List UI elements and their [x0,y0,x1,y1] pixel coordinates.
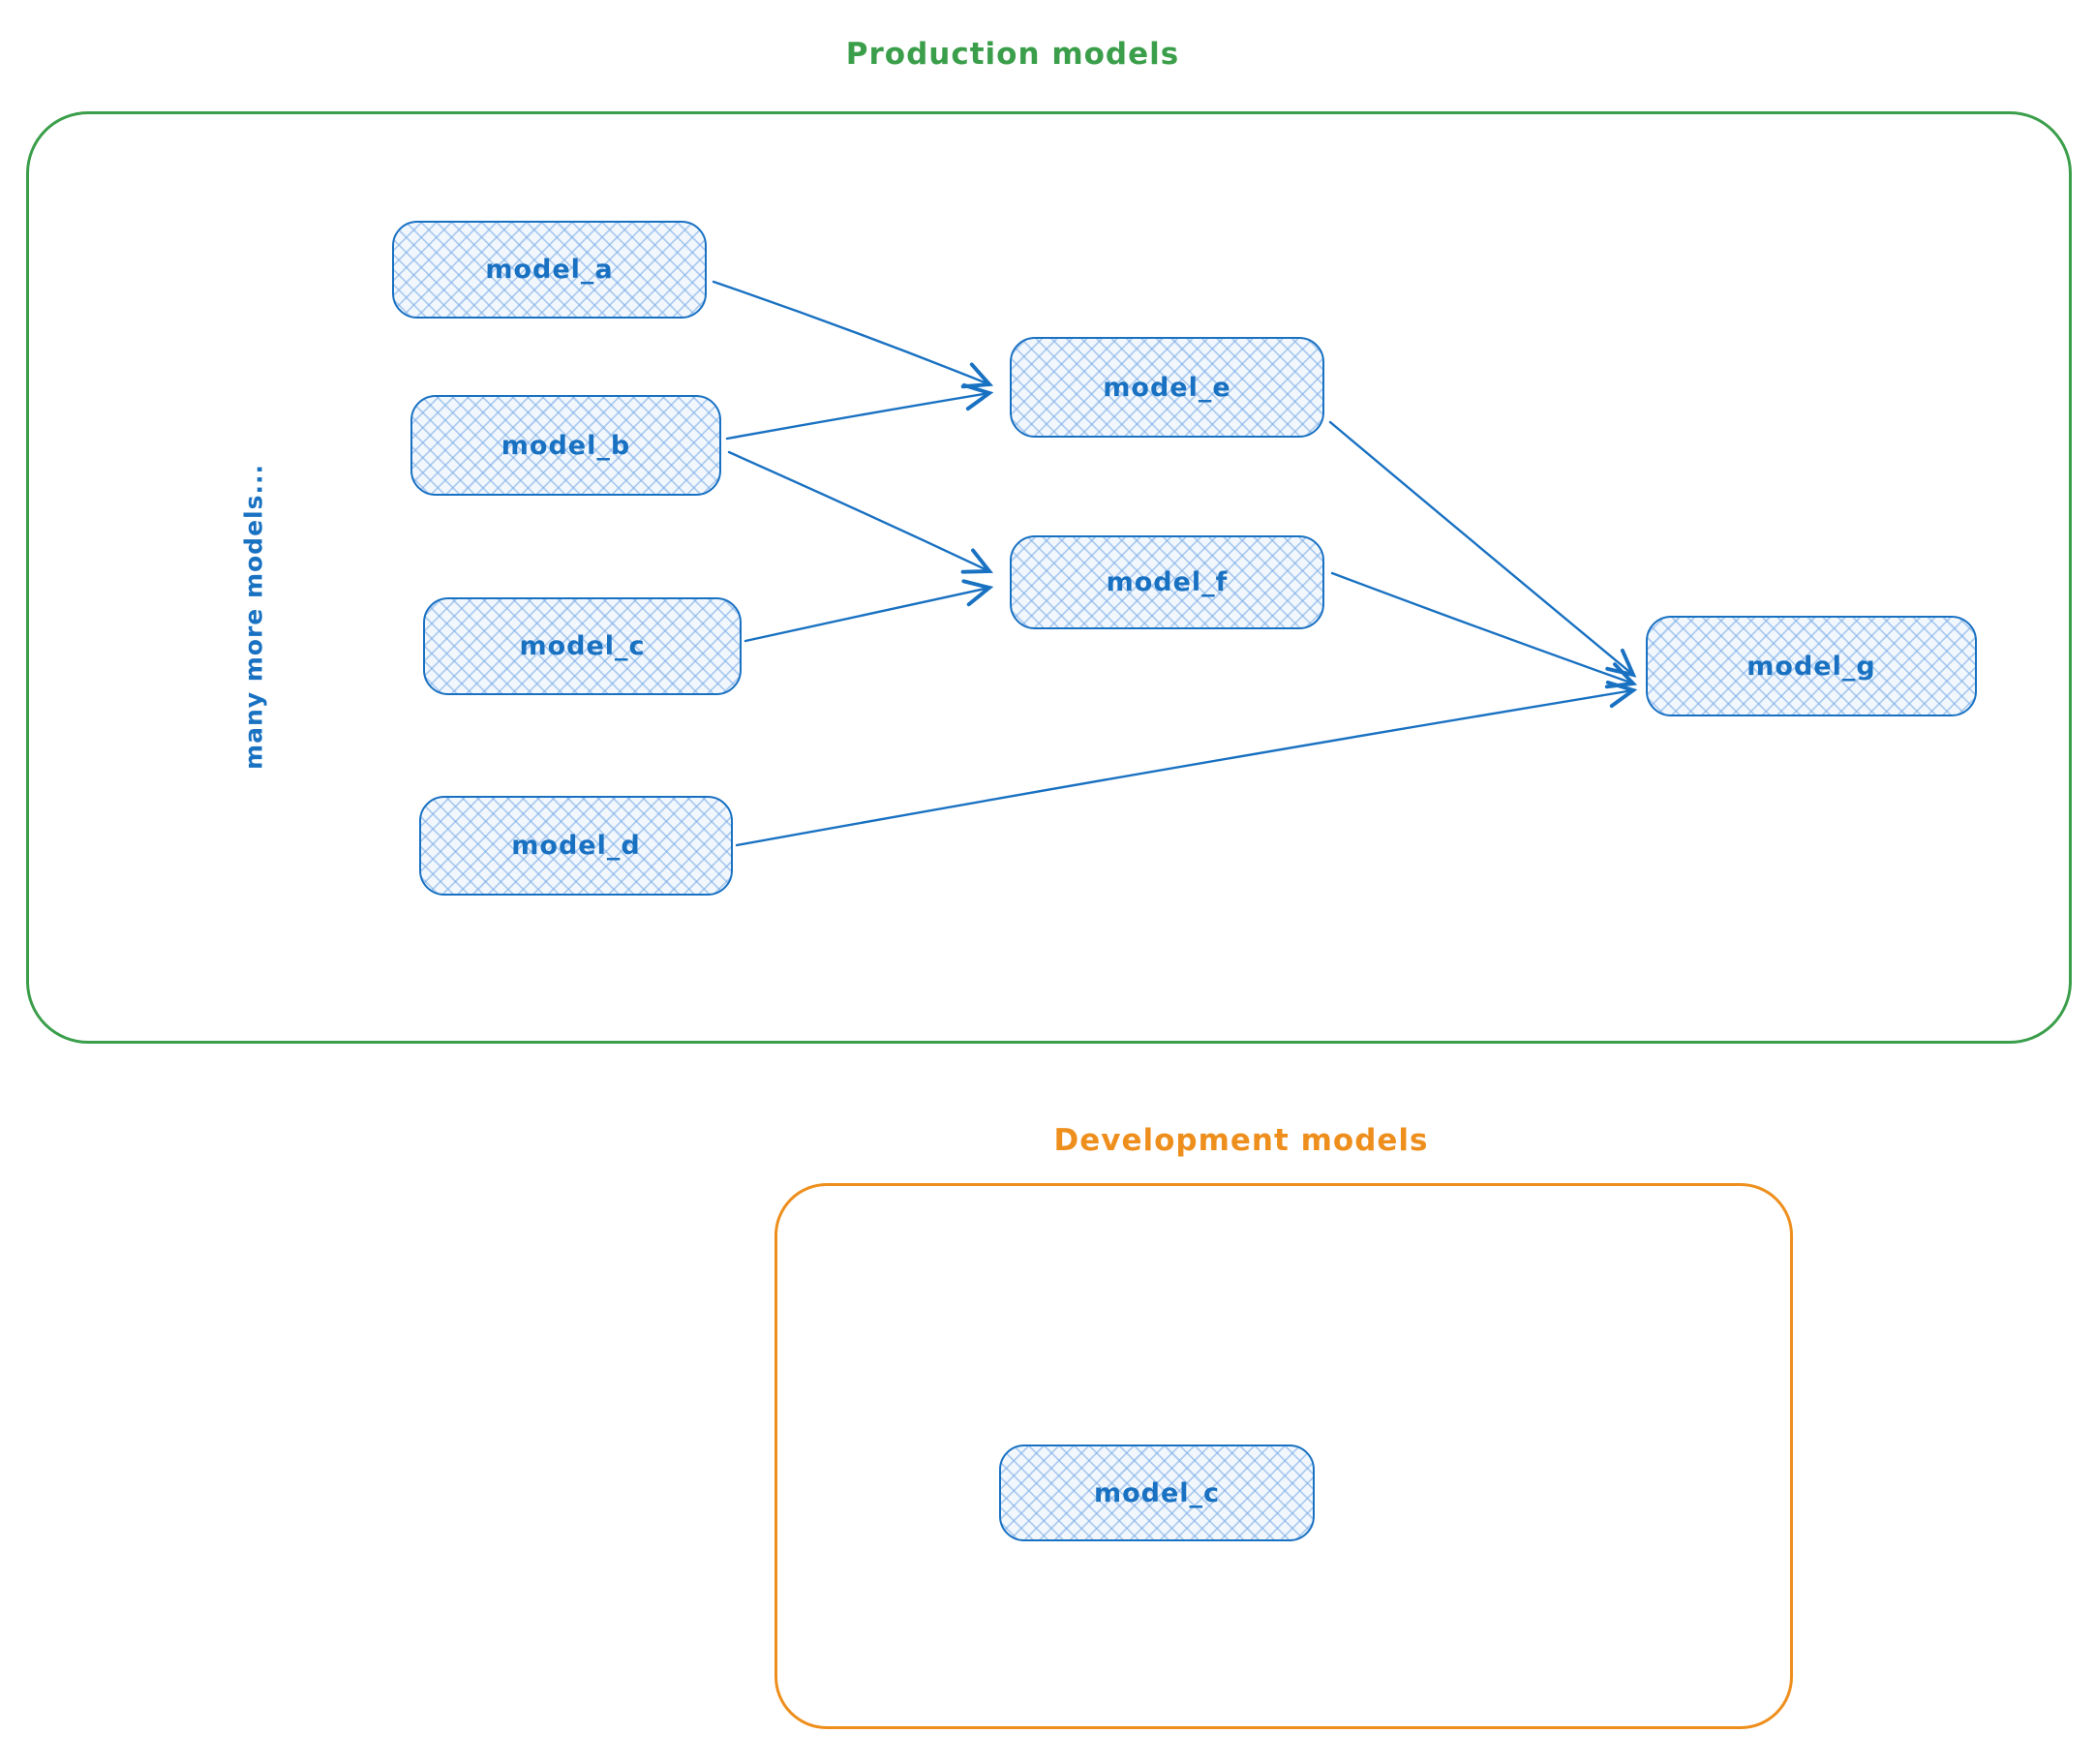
development-container [774,1183,1793,1729]
development-section-title: Development models [1053,1123,1429,1158]
node-model-c: model_c [423,597,742,695]
node-dev-model-c-label: model_c [1093,1477,1221,1508]
node-model-e-label: model_e [1103,372,1231,403]
node-model-f: model_f [1010,535,1324,629]
many-more-models-text: many more models... [239,464,268,770]
production-section-title: Production models [845,37,1180,72]
node-model-d: model_d [419,796,733,896]
node-model-g: model_g [1646,616,1977,716]
node-model-e: model_e [1010,337,1324,438]
node-dev-model-c: model_c [999,1445,1315,1541]
node-model-b-label: model_b [501,430,631,461]
production-container [26,111,2072,1044]
node-model-g-label: model_g [1746,651,1876,682]
node-model-d-label: model_d [511,831,641,861]
node-model-a-label: model_a [485,255,614,285]
node-model-f-label: model_f [1106,567,1229,597]
node-model-a: model_a [392,221,707,319]
node-model-b: model_b [410,395,721,496]
node-model-c-label: model_c [519,631,646,661]
